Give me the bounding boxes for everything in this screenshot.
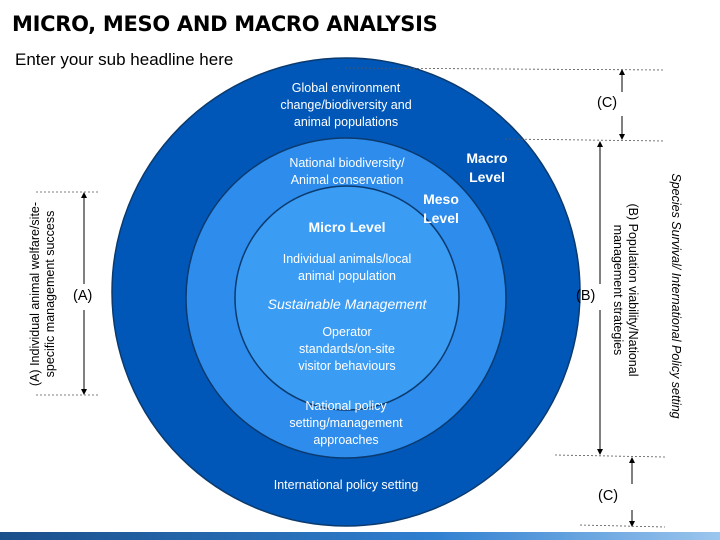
guide-line-c-bottom-lower [579, 524, 666, 528]
side-note-b: (B) Population viability/National manage… [611, 203, 640, 377]
page-subtitle: Enter your sub headline here [15, 50, 234, 69]
guide-line-c-top-lower [504, 138, 666, 142]
bracket-label-b: (B) [576, 288, 596, 304]
page-title: MICRO, MESO AND MACRO ANALYSIS [12, 12, 438, 36]
guide-lines [36, 67, 666, 528]
micro-middle-text: Sustainable Management [267, 296, 427, 312]
micro-bottom-text: Operator standards/on-site visitor behav… [298, 325, 396, 373]
meso-bottom-text: National policy setting/management appro… [289, 399, 403, 447]
macro-bottom-text: International policy setting [273, 478, 419, 492]
side-note-a: (A) Individual animal welfare/site- spec… [28, 201, 57, 387]
macro-top-text: Global environment change/biodiversity a… [280, 81, 412, 129]
macro-level-label: Macro Level [466, 150, 508, 185]
side-note-species: Species Survival/ International Policy s… [669, 173, 683, 419]
footer-accent-bar [0, 532, 720, 540]
bracket-label-c-bottom: (C) [598, 488, 619, 504]
micro-level-label: Micro Level [308, 219, 386, 235]
bracket-label-c-top: (C) [597, 95, 618, 111]
micro-top-text: Individual animals/local animal populati… [282, 252, 412, 283]
micro-level-circle [234, 185, 460, 411]
meso-level-label: Meso Level [423, 191, 459, 226]
guide-line-c-top-upper [344, 67, 666, 71]
meso-top-text: National biodiversity/ Animal conservati… [289, 156, 405, 187]
bracket-label-a: (A) [73, 288, 93, 304]
guide-line-c-bottom-upper [554, 454, 666, 458]
